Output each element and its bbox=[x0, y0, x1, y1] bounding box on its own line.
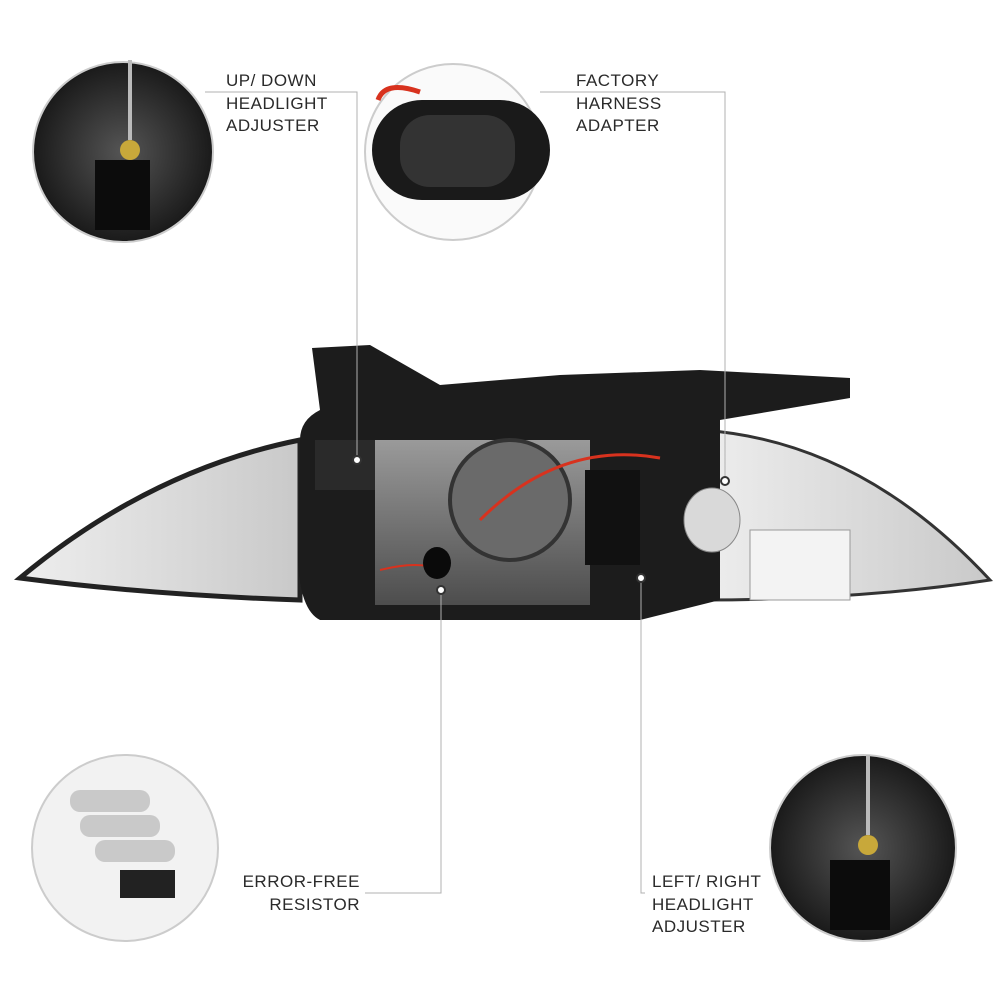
detail-updown-adjuster bbox=[32, 60, 214, 243]
label-harness-adapter: FACTORY HARNESS ADAPTER bbox=[576, 70, 662, 138]
detail-leftright-adjuster bbox=[769, 754, 957, 942]
label-line: LEFT/ RIGHT bbox=[652, 872, 762, 891]
headlight-assembly bbox=[13, 345, 994, 620]
callout-dots bbox=[352, 455, 730, 595]
detail-harness-adapter bbox=[364, 63, 550, 241]
label-leftright-adjuster: LEFT/ RIGHT HEADLIGHT ADJUSTER bbox=[652, 871, 761, 939]
label-line: HEADLIGHT bbox=[652, 894, 754, 914]
label-line: ERROR-FREE bbox=[242, 872, 360, 891]
leader-lines bbox=[205, 91, 726, 894]
wire bbox=[478, 453, 661, 522]
detail-resistor bbox=[31, 754, 219, 942]
label-resistor: ERROR-FREE RESISTOR bbox=[230, 871, 360, 916]
caution-label bbox=[749, 529, 851, 601]
connector-block bbox=[585, 470, 640, 565]
label-line: ADJUSTER bbox=[652, 917, 746, 936]
corner-bulb bbox=[683, 487, 741, 553]
label-line: ADJUSTER bbox=[226, 116, 320, 135]
label-line: FACTORY bbox=[576, 71, 660, 90]
bulb-socket bbox=[448, 438, 572, 562]
label-line: UP/ DOWN bbox=[226, 71, 317, 90]
label-updown-adjuster: UP/ DOWN HEADLIGHT ADJUSTER bbox=[226, 70, 328, 138]
label-line: ADAPTER bbox=[576, 116, 660, 135]
label-line: RESISTOR bbox=[269, 894, 360, 914]
left-corner-lens bbox=[13, 436, 303, 603]
label-line: HARNESS bbox=[576, 93, 662, 113]
label-line: HEADLIGHT bbox=[226, 93, 328, 113]
